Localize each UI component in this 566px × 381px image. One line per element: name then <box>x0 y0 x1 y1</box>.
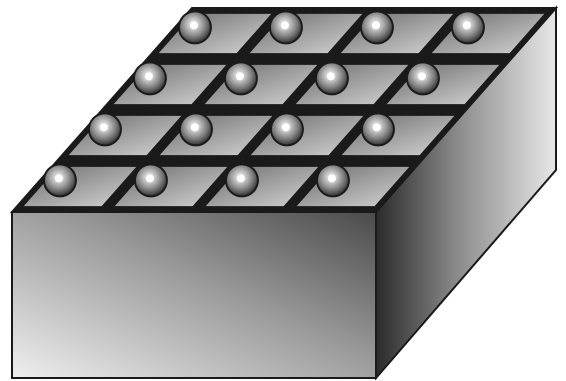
terminal-post <box>269 10 303 44</box>
terminal-post <box>134 163 168 197</box>
terminal-post <box>361 112 395 146</box>
terminal-post <box>179 112 213 146</box>
terminal-post <box>270 112 304 146</box>
terminal-post <box>406 61 440 95</box>
terminal-post <box>225 163 259 197</box>
terminal-post <box>315 61 349 95</box>
terminal-post <box>88 112 122 146</box>
terminal-post <box>43 163 77 197</box>
terminal-post <box>451 10 485 44</box>
terminal-post <box>133 61 167 95</box>
front-face <box>12 212 376 378</box>
terminal-post <box>316 163 350 197</box>
terminal-post <box>360 10 394 44</box>
terminal-post <box>224 61 258 95</box>
terminal-post <box>178 10 212 44</box>
